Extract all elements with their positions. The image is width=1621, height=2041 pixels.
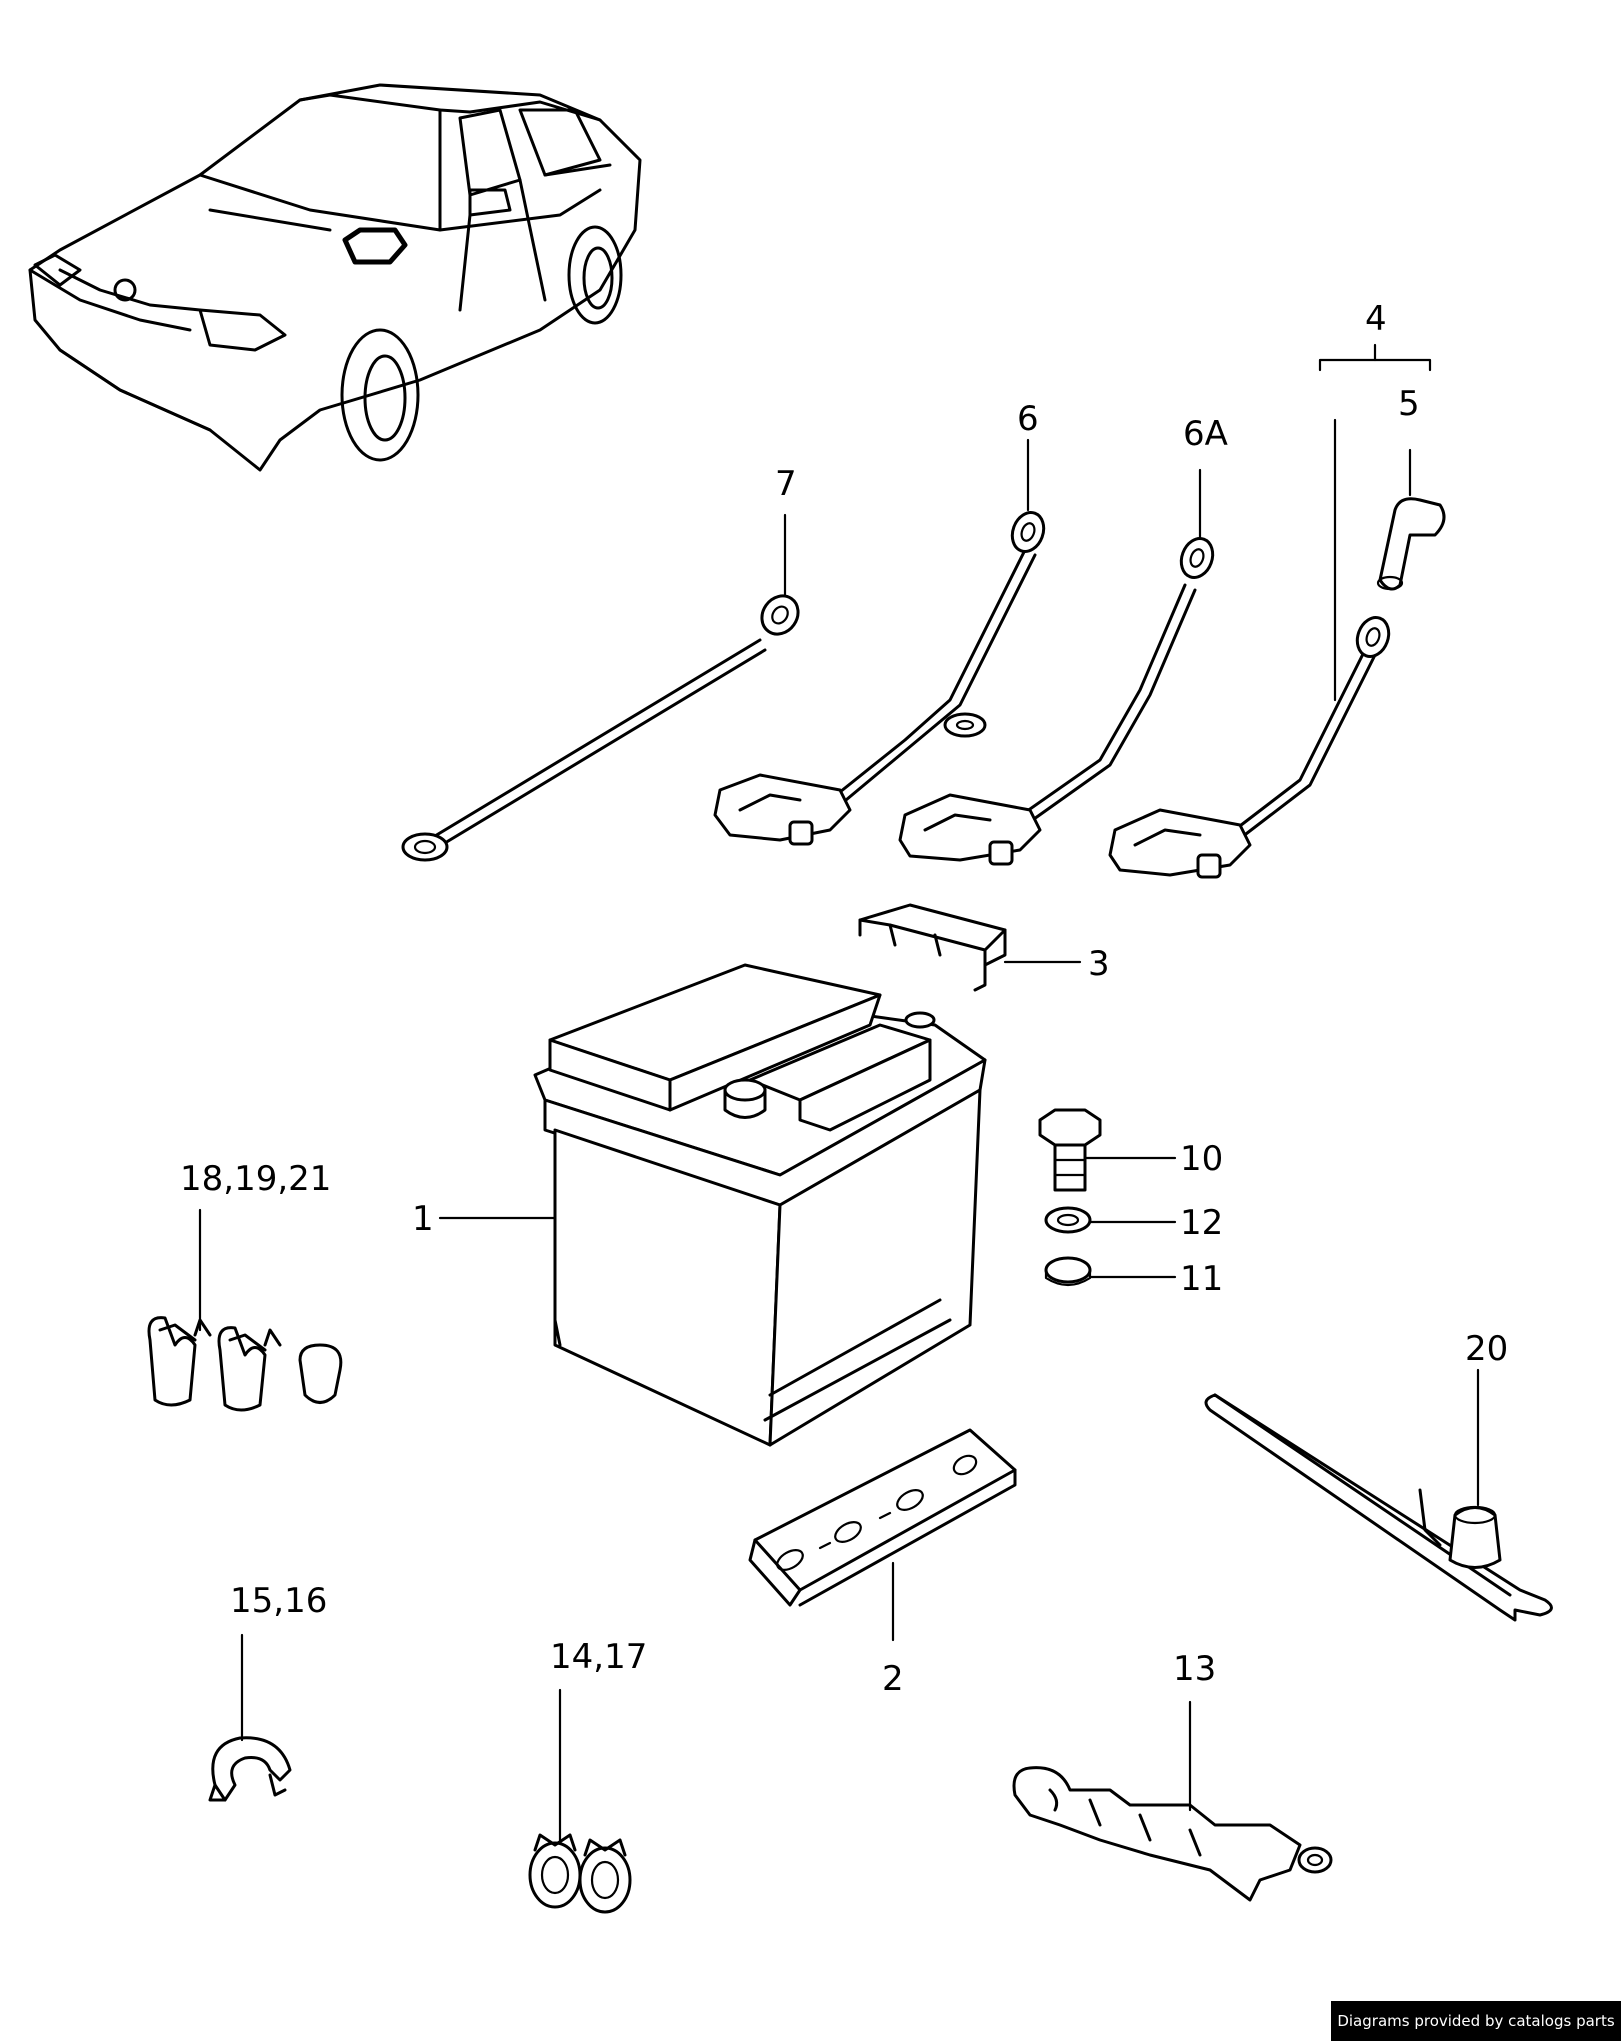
part-20-strap: 20: [1204, 1329, 1553, 1622]
part-2-bracket: 2: [748, 1428, 1017, 1699]
label-11: 11: [1180, 1259, 1223, 1299]
part-18-19-21-clips: 18,19,21: [147, 1159, 343, 1412]
label-12: 12: [1180, 1203, 1223, 1243]
label-3: 3: [1088, 944, 1110, 984]
part-10-bolt: 10: [1038, 1108, 1223, 1192]
label-15-16: 15,16: [230, 1581, 327, 1621]
part-6a-cable: 6A: [898, 414, 1228, 866]
car-illustration: [28, 83, 642, 472]
part-1-battery: 1: [412, 963, 987, 1447]
label-20: 20: [1465, 1329, 1508, 1369]
part-4-cable: 4: [1108, 299, 1432, 879]
label-18-19-21: 18,19,21: [180, 1159, 331, 1199]
part-5-cap: 5: [1376, 384, 1446, 591]
label-4: 4: [1365, 299, 1387, 339]
label-1: 1: [412, 1199, 434, 1239]
label-5: 5: [1398, 384, 1420, 424]
label-13: 13: [1173, 1649, 1216, 1689]
part-7-cable: 7: [401, 464, 800, 862]
part-13-strip: 13: [1012, 1649, 1333, 1902]
label-7: 7: [775, 464, 797, 504]
label-14-17: 14,17: [550, 1637, 647, 1677]
label-6: 6: [1017, 399, 1039, 439]
part-6-cable: 6: [713, 399, 1046, 846]
part-15-16-clip: 15,16: [208, 1581, 327, 1802]
part-12-washer: 12: [1044, 1203, 1223, 1243]
part-14-17-clamps: 14,17: [528, 1637, 647, 1914]
label-10: 10: [1180, 1139, 1223, 1179]
label-2: 2: [882, 1659, 904, 1699]
label-6a: 6A: [1183, 414, 1228, 454]
part-3-cover: 3: [858, 903, 1110, 992]
credit-banner: Diagrams provided by catalogs parts: [1331, 2001, 1621, 2041]
part-11-nut: 11: [1044, 1256, 1223, 1299]
